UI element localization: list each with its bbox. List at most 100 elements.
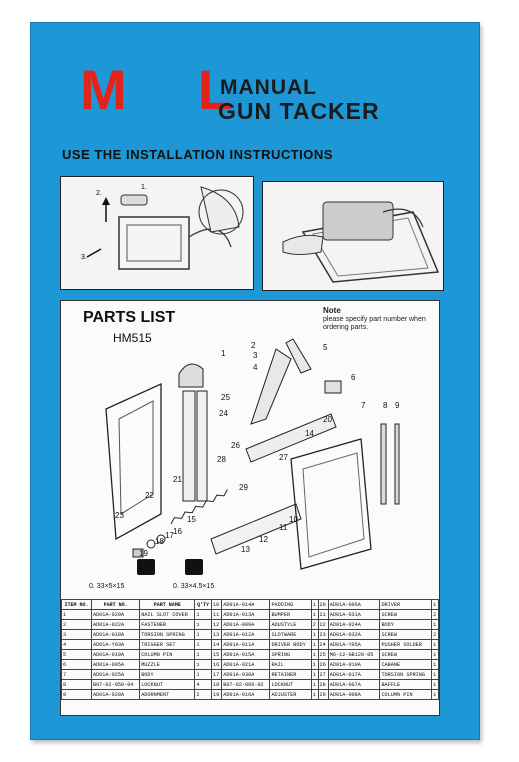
table-cell: 1 [61,609,92,620]
table-cell: 1 [194,639,212,650]
callout-11: 11 [279,523,288,532]
svg-text:2.: 2. [96,190,102,197]
table-cell: 1 [431,619,439,630]
note-title: Note [323,306,341,315]
table-cell: TORSION SPRING [379,669,433,680]
table-cell: 2 [61,619,92,630]
callout-19: 19 [139,549,148,558]
table-cell: DRIVER BODY [269,639,312,650]
brand-letter-m: M [80,58,131,121]
table-cell: ADORNMENT [139,689,196,700]
table-cell: SCREW [379,649,433,660]
table-cell: 25 [317,649,329,660]
callout-13: 13 [241,545,250,554]
table-cell: AD01A-005A [90,659,141,670]
install-step-left-panel: 2. 1. 3. [60,176,254,290]
table-cell: COLUMN PIN [139,649,196,660]
col-part-no: PART NO. [90,599,141,610]
table-cell: SLOTWARE [269,629,312,640]
table-cell: RETAINER [269,669,312,680]
cell: DRIVER [379,599,433,610]
callout-18: 18 [155,537,164,546]
table-cell: 1 [310,679,319,690]
table-cell: 1 [431,689,439,700]
table-cell: 27 [317,669,329,680]
brand-letter-l: L [197,58,236,121]
product-title-line2: GUN TACKER [218,98,380,124]
installation-heading: USE THE INSTALLATION INSTRUCTIONS [62,147,333,162]
cell: 20 [317,599,329,610]
table-cell: BUMPER [269,609,312,620]
callout-1: 1 [221,349,226,358]
table-cell: 1 [194,669,212,680]
cell: 1 [431,599,439,610]
callout-28: 28 [217,455,226,464]
table-cell: TORSION SPRING [139,629,196,640]
table-cell: AD01A-Y03A [90,639,141,650]
table-cell: 15 [210,649,223,660]
model-number: HM515 [113,331,152,345]
callout-21: 21 [173,475,182,484]
table-cell: 29 [317,689,329,700]
table-cell: AD01A-013A [221,609,271,620]
table-cell: 7 [61,669,92,680]
table-cell: 19 [210,689,223,700]
callout-26: 26 [231,441,240,450]
table-cell: 17 [210,669,223,680]
table-cell: 12 [210,619,223,630]
staple-size-1: 0. 33×5×15 [89,583,125,590]
table-cell: AD01A-012A [221,629,271,640]
table-cell: 1 [431,639,439,650]
table-cell: 28 [317,679,329,690]
callout-22: 22 [145,491,154,500]
table-cell: 1 [431,679,439,690]
table-cell: AD01A-011A [221,639,271,650]
table-cell: M6-12-GB128-85 [327,649,381,660]
table-cell: 22 [317,619,329,630]
callout-27: 27 [279,453,288,462]
table-cell: AD01A-020A [90,609,141,620]
parts-table: ITEM NO. PART NO. PART NAME Q'TY 10 AD01… [61,599,439,700]
install-illustration-right [282,201,440,283]
table-cell: TRIGGER SET [139,639,196,650]
table-cell: BODY [139,669,196,680]
order-note: Note please specify part number when ord… [323,307,433,332]
table-cell: AD01A-024A [327,619,381,630]
parts-list-sheet: PARTS LIST HM515 Note please specify par… [60,300,440,716]
table-cell: AD01A-022A [90,619,141,630]
table-cell: SCREW [379,629,433,640]
table-cell: 18 [210,679,223,690]
callout-4: 4 [253,363,258,372]
table-cell: B07-02-050-04 [90,679,141,690]
table-cell: AD01A-021A [221,659,271,670]
table-cell: 13 [210,629,223,640]
table-cell: AD01A-008A [327,689,381,700]
staple-size-2: 0. 33×4.5×15 [173,583,215,590]
table-cell: 23 [317,629,329,640]
table-cell: CABANE [379,659,433,670]
table-cell: AD01A-030A [221,669,271,680]
callout-29: 29 [239,483,248,492]
table-cell: 2 [194,689,212,700]
table-cell: 2 [310,619,319,630]
table-cell: AD01A-017A [327,669,381,680]
staple-sample-2 [185,559,203,575]
callout-14: 14 [305,429,314,438]
table-cell: 1 [194,629,212,640]
table-cell: 14 [210,639,223,650]
cell: PADDING [269,599,312,610]
table-cell: 26 [317,659,329,670]
col-qty: Q'TY [194,599,212,610]
table-cell: AD01A-Y05A [327,639,381,650]
table-header-row: ITEM NO. PART NO. PART NAME Q'TY 10 AD01… [61,599,439,610]
table-cell: AD01A-016A [221,689,271,700]
table-cell: 16 [210,659,223,670]
product-title-line1: MANUAL [220,76,317,99]
table-cell: 1 [194,659,212,670]
